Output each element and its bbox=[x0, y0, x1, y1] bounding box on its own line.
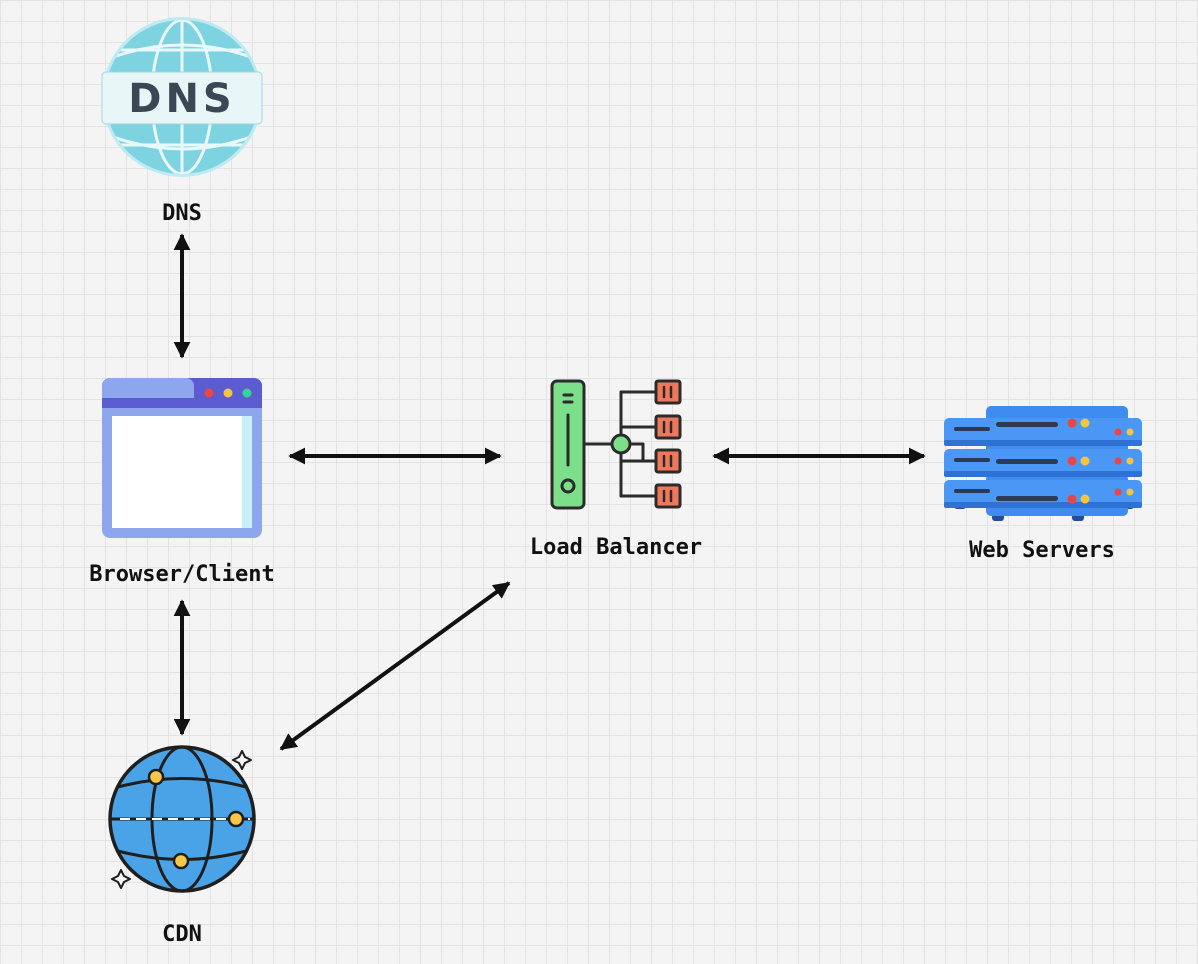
sparkle-icon bbox=[111, 869, 131, 889]
cdn-label: CDN bbox=[162, 922, 202, 947]
server-stack-icon bbox=[944, 406, 1142, 521]
web-servers-label: Web Servers bbox=[969, 538, 1115, 563]
cdn-node-pin bbox=[172, 852, 190, 870]
cdn-node[interactable]: CDN bbox=[108, 745, 256, 947]
browser-node[interactable]: Browser/Client bbox=[89, 378, 275, 587]
web-servers-node[interactable]: Web Servers bbox=[944, 406, 1142, 563]
browser-maximize-dot bbox=[242, 388, 252, 398]
sparkle-icon bbox=[232, 750, 252, 770]
browser-close-dot bbox=[204, 388, 214, 398]
browser-label: Browser/Client bbox=[89, 562, 274, 587]
cdn-node-pin bbox=[227, 810, 245, 828]
load-balancer-label: Load Balancer bbox=[530, 535, 702, 560]
load-balancer-icon bbox=[550, 379, 682, 510]
browser-minimize-dot bbox=[223, 388, 233, 398]
edges bbox=[173, 233, 926, 751]
dns-label: DNS bbox=[162, 201, 202, 226]
browser-window-icon bbox=[102, 378, 262, 538]
dns-node[interactable]: DNS DNS bbox=[100, 17, 264, 226]
dns-globe-icon: DNS bbox=[101, 17, 263, 177]
dns-icon-text: DNS bbox=[128, 76, 236, 122]
load-balancer-node[interactable]: Load Balancer bbox=[530, 379, 702, 560]
cdn-globe-icon bbox=[108, 745, 256, 893]
edge-cdn-load-balancer bbox=[279, 581, 511, 751]
cdn-node-pin bbox=[147, 768, 165, 786]
